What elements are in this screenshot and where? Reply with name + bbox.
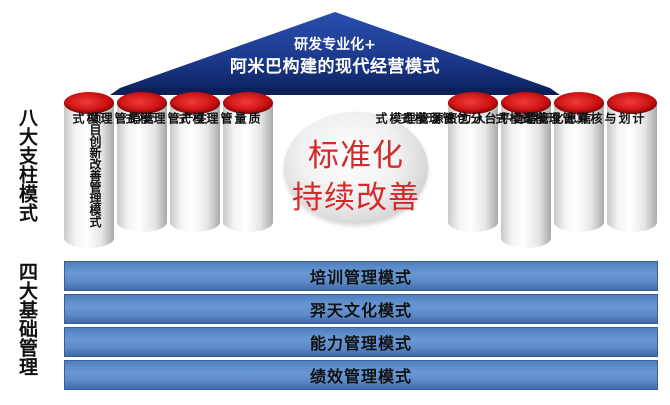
pillar-shaft: [554, 102, 604, 232]
pillar-cap: [117, 92, 167, 114]
foundation-bar-performance: 绩效管理模式: [64, 360, 658, 390]
foundation-bar-label: 培训管理模式: [309, 268, 412, 287]
pillar-shaft: [117, 102, 167, 232]
foundation-bar-training: 培训管理模式: [64, 261, 658, 291]
pillar-cap: [607, 92, 657, 114]
pillar-shaft: [448, 102, 498, 232]
pillar-label: 信息化管理模式: [494, 112, 592, 124]
foundation-bar-culture: 羿天文化模式: [64, 294, 658, 324]
pillar-label: 计划与核算管理模式: [519, 112, 645, 124]
pillar-shaft: [64, 102, 114, 248]
pillar-cap: [448, 92, 498, 114]
roof-triangle: [120, 12, 550, 88]
pillar-label: 生产管理模式: [124, 112, 208, 124]
pillar-shaft: [223, 102, 273, 232]
pillar-label: 质量管理模式: [177, 112, 261, 124]
pillar-cap: [170, 92, 220, 114]
center-circle: 标准化 持续改善: [284, 112, 428, 224]
pillar-cap: [223, 92, 273, 114]
pillar-label: 项目创新改善管理模式: [88, 112, 102, 227]
foundation-bar-label: 绩效管理模式: [309, 367, 412, 386]
center-standardization: 标准化: [308, 138, 404, 174]
roof-title: 阿米巴构建的现代经营模式: [230, 57, 440, 77]
roof: [110, 12, 560, 95]
four-foundations-label: 四大基础管理: [16, 262, 38, 376]
foundation-bar-competency: 能力管理模式: [64, 327, 658, 357]
roof-subtitle: 研发专业化+: [294, 37, 376, 53]
eight-pillars-label: 八大支柱模式: [16, 108, 38, 222]
pillar-cap: [554, 92, 604, 114]
pillar-cap: [64, 92, 114, 114]
foundation-bar-label: 羿天文化模式: [309, 301, 412, 320]
roof-base: [110, 88, 560, 95]
pillar-project-innovation: 项目创新改善管理模式: [64, 92, 114, 248]
pillar-shaft: [170, 102, 220, 232]
pillar-label: 综合平台分包管理模式: [399, 112, 539, 124]
foundation-bar-label: 能力管理模式: [309, 334, 412, 353]
pillar-label: 营销管理模式: [71, 112, 155, 124]
pillar-shaft: [501, 102, 551, 248]
pillar-shaft: [607, 102, 657, 232]
pillar-cap: [501, 92, 551, 114]
pillar-label: 人力资源管理模式: [374, 112, 486, 124]
center-continuous-improvement: 持续改善: [292, 180, 420, 216]
